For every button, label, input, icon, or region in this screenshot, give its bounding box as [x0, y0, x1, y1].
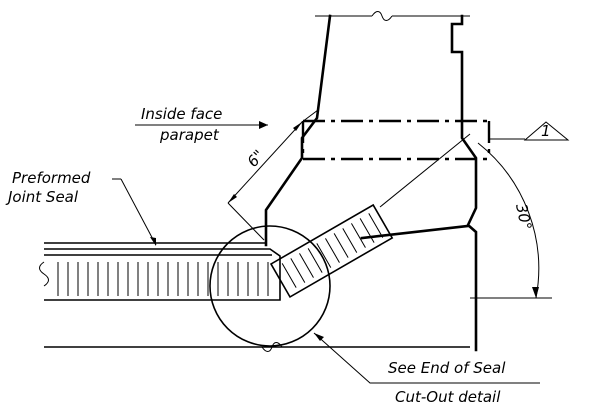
detail-leader	[313, 332, 540, 384]
inside-face-label: Inside face	[141, 105, 222, 123]
angle-arc	[477, 142, 540, 299]
inside-face-arrow	[259, 121, 268, 129]
preformed-leader	[120, 178, 157, 246]
dimension-6in	[227, 109, 319, 241]
deck-mid-line	[360, 224, 470, 240]
top-break-line	[315, 11, 470, 21]
callout-triangle	[523, 121, 570, 141]
callout-number: 1	[541, 122, 551, 140]
preformed-arrow	[150, 237, 156, 246]
detail-circle	[209, 225, 331, 347]
angle-label: 30°	[512, 202, 535, 232]
horizontal-seal	[39, 248, 281, 301]
joint-seal-label: Joint Seal	[5, 188, 79, 206]
parapet-left-face	[264, 14, 332, 247]
parapet-right-face	[450, 14, 478, 352]
detail-ref-line1: See End of Seal	[388, 359, 506, 377]
bottom-break	[261, 342, 283, 352]
preformed-label: Preformed	[12, 169, 91, 187]
detail-ref-line2: Cut-Out detail	[395, 388, 501, 406]
dimension-label: 6"	[244, 146, 268, 170]
angled-seal	[269, 203, 394, 299]
detail-arrow	[314, 333, 324, 341]
seal-extension-line	[379, 133, 471, 208]
parapet-label: parapet	[159, 126, 220, 144]
angle-arrow-end	[532, 287, 539, 298]
